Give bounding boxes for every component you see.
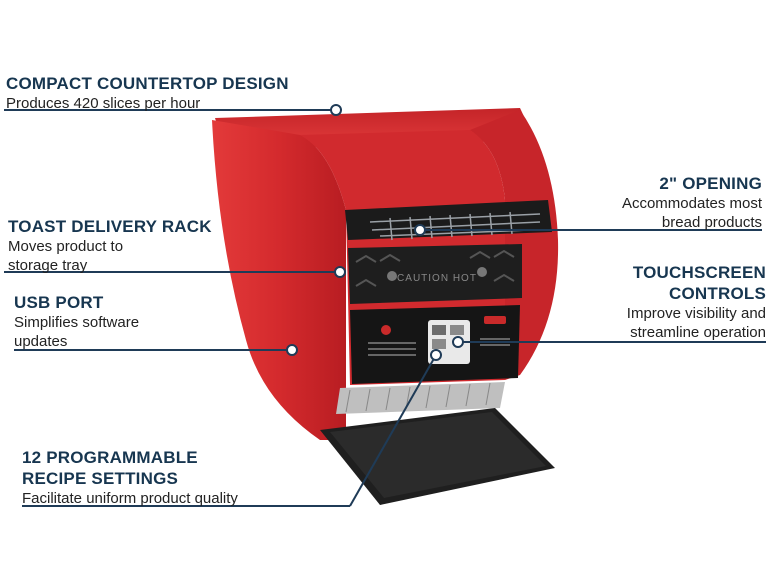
callout-description-line2: storage tray	[8, 257, 88, 274]
callout-description-line1: Accommodates most	[621, 195, 762, 212]
callout-title: USB PORT	[14, 293, 104, 312]
callout-title-line2: CONTROLS	[669, 284, 766, 303]
conveyor-belt	[336, 382, 505, 414]
power-button	[381, 325, 391, 335]
callout-title: 2" OPENING	[659, 174, 762, 193]
callout-programmable-recipes: 12 PROGRAMMABLE RECIPE SETTINGS Facilita…	[22, 447, 238, 508]
touchscreen-tile	[450, 325, 464, 335]
callout-description-line1: Simplifies software	[14, 314, 140, 331]
callout-compact-design: COMPACT COUNTERTOP DESIGN Produces 420 s…	[6, 73, 289, 113]
panel-screw-left	[387, 271, 397, 281]
callout-title-line2: RECIPE SETTINGS	[22, 469, 179, 488]
callout-touchscreen-controls: TOUCHSCREEN CONTROLS Improve visibility …	[627, 262, 766, 342]
touchscreen-tile	[432, 339, 446, 349]
caution-panel	[348, 244, 522, 304]
conveyor-slats	[345, 382, 491, 413]
caution-chevrons	[355, 249, 515, 287]
callout-description-line1: Improve visibility and	[626, 305, 766, 322]
callout-2in-opening: 2" OPENING Accommodates most bread produ…	[622, 173, 762, 232]
control-panel-text-lines	[368, 338, 510, 356]
callout-usb-port: USB PORT Simplifies software updates	[14, 292, 139, 351]
callout-description: Produces 420 slices per hour	[6, 95, 201, 112]
callout-description-line2: bread products	[661, 214, 762, 231]
touchscreen-tile	[432, 325, 446, 335]
callout-description-line2: updates	[14, 333, 68, 350]
toaster-left-side	[212, 120, 346, 440]
callout-title: COMPACT COUNTERTOP DESIGN	[6, 74, 289, 93]
storage-tray-inner	[330, 412, 546, 498]
callout-title-line1: TOUCHSCREEN	[632, 263, 766, 282]
caution-hot-label: CAUTION HOT	[397, 273, 477, 284]
callout-lines	[4, 109, 766, 507]
brand-badge	[484, 316, 506, 324]
panel-screw-right	[477, 267, 487, 277]
callout-toast-delivery-rack: TOAST DELIVERY RACK Moves product to sto…	[8, 216, 212, 275]
callout-title: TOAST DELIVERY RACK	[8, 217, 212, 236]
callout-description-line1: Moves product to	[8, 238, 124, 255]
callout-description-line2: streamline operation	[630, 324, 766, 341]
callout-title-line1: 12 PROGRAMMABLE	[22, 448, 198, 467]
callout-dots	[286, 104, 464, 361]
callout-description: Facilitate uniform product quality	[22, 490, 238, 507]
